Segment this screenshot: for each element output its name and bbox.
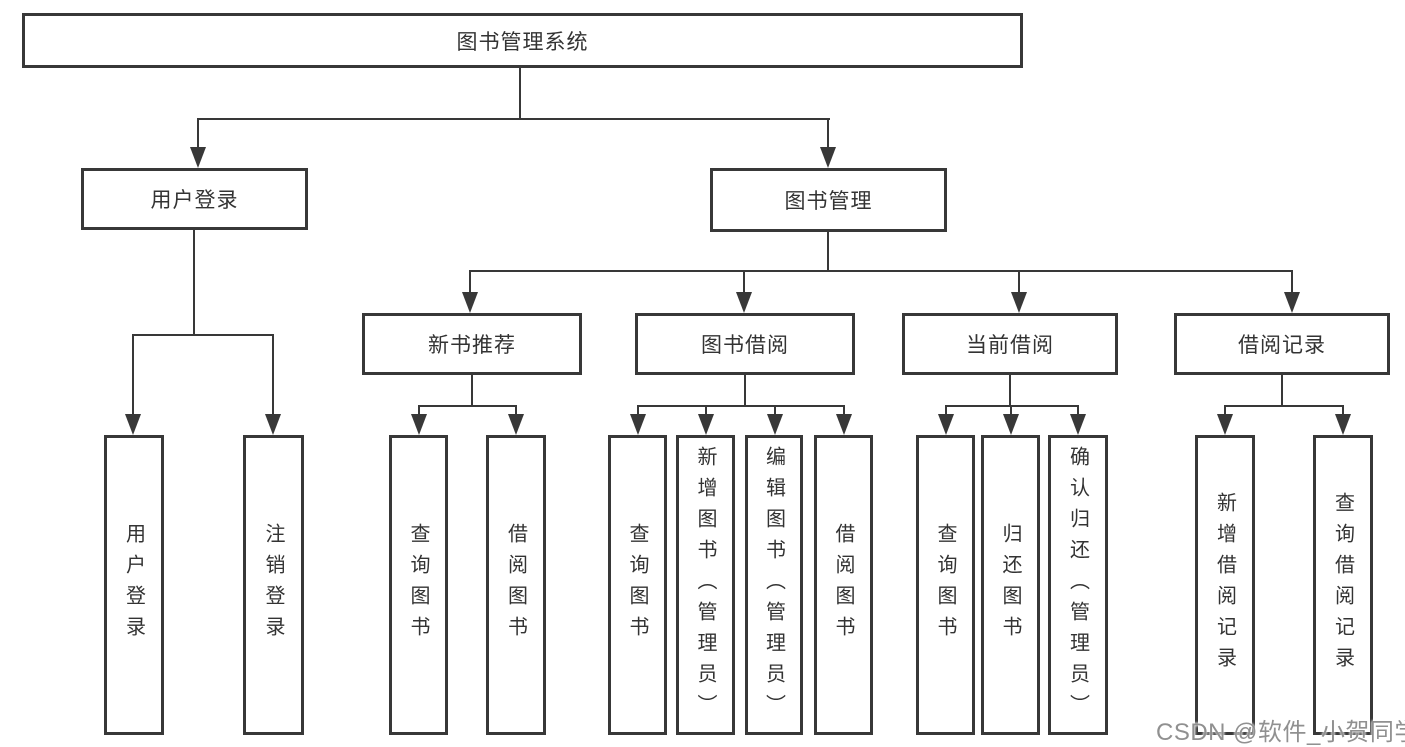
leaf-label: 查询图书 (626, 523, 648, 647)
node-borrowing-records: 借阅记录 (1174, 313, 1390, 375)
connector-line (418, 405, 420, 416)
leaf-add-borrow-record: 新增借阅记录 (1195, 435, 1255, 735)
connector-line (419, 405, 517, 407)
node-book-borrowing: 图书借阅 (635, 313, 855, 375)
node-label: 当前借阅 (966, 334, 1054, 357)
connector-line (946, 405, 1079, 407)
connector-line (133, 334, 274, 336)
leaf-label: 查询借阅记录 (1331, 492, 1354, 678)
leaf-query-borrow-record: 查询借阅记录 (1313, 435, 1373, 735)
leaf-logout: 注销登录 (243, 435, 304, 735)
connector-line (1225, 405, 1344, 407)
connector-line (827, 118, 829, 150)
connector-line (515, 405, 517, 416)
leaf-label: 编辑图书（管理员） (762, 445, 785, 725)
connector-line (774, 405, 776, 416)
connector-line (743, 270, 745, 294)
connector-line (197, 118, 830, 120)
arrow-down-icon (630, 414, 646, 435)
leaf-label: 查询图书 (934, 523, 956, 647)
node-label: 用户登录 (150, 189, 239, 212)
leaf-add-books-admin: 新增图书（管理员） (676, 435, 735, 735)
leaf-return-books: 归还图书 (981, 435, 1040, 735)
leaf-label: 用户登录 (122, 523, 145, 647)
arrow-down-icon (1284, 292, 1300, 313)
leaf-label: 新增图书（管理员） (694, 445, 716, 725)
arrow-down-icon (190, 147, 206, 168)
connector-line (843, 405, 845, 416)
connector-line (1077, 405, 1079, 416)
arrow-down-icon (767, 414, 783, 435)
node-book-management: 图书管理 (710, 168, 947, 232)
connector-line (1281, 375, 1283, 407)
connector-line (1291, 270, 1293, 294)
connector-line (197, 118, 199, 150)
arrow-down-icon (508, 414, 524, 435)
arrow-down-icon (836, 414, 852, 435)
leaf-edit-books-admin: 编辑图书（管理员） (745, 435, 803, 735)
node-library-management-system: 图书管理系统 (22, 13, 1023, 68)
connector-line (637, 405, 639, 416)
connector-line (1342, 405, 1344, 416)
connector-line (272, 334, 274, 416)
arrow-down-icon (820, 147, 836, 168)
connector-line (1018, 270, 1020, 294)
leaf-borrowing-borrow-books: 借阅图书 (814, 435, 873, 735)
leaf-recommend-borrow-books: 借阅图书 (486, 435, 546, 735)
node-label: 图书管理系统 (456, 30, 589, 54)
leaf-confirm-return-admin: 确认归还（管理员） (1048, 435, 1108, 735)
connector-line (519, 68, 521, 120)
node-label: 借阅记录 (1238, 334, 1326, 357)
leaf-label: 新增借阅记录 (1213, 492, 1236, 678)
node-user-login: 用户登录 (81, 168, 308, 230)
arrow-down-icon (265, 414, 281, 435)
node-label: 图书借阅 (701, 334, 789, 357)
leaf-recommend-query-books: 查询图书 (389, 435, 448, 735)
connector-line (638, 405, 845, 407)
arrow-down-icon (411, 414, 427, 435)
arrow-down-icon (125, 414, 141, 435)
connector-line (705, 405, 707, 416)
arrow-down-icon (736, 292, 752, 313)
leaf-label: 借阅图书 (504, 523, 527, 647)
arrow-down-icon (1335, 414, 1351, 435)
connector-line (471, 375, 473, 407)
connector-line (470, 270, 1293, 272)
arrow-down-icon (698, 414, 714, 435)
leaf-label: 借阅图书 (832, 523, 854, 647)
connector-line (469, 270, 471, 294)
connector-line (193, 230, 195, 336)
connector-line (1010, 405, 1012, 416)
arrow-down-icon (1003, 414, 1019, 435)
connector-line (132, 334, 134, 416)
connector-line (827, 232, 829, 272)
leaf-borrowing-query-books: 查询图书 (608, 435, 667, 735)
node-label: 图书管理 (784, 190, 873, 213)
leaf-label: 确认归还（管理员） (1066, 445, 1089, 725)
node-current-borrowing: 当前借阅 (902, 313, 1118, 375)
leaf-user-login: 用户登录 (104, 435, 164, 735)
leaf-current-query-books: 查询图书 (916, 435, 975, 735)
arrow-down-icon (1217, 414, 1233, 435)
arrow-down-icon (1070, 414, 1086, 435)
connector-line (744, 375, 746, 407)
connector-line (1224, 405, 1226, 416)
connector-line (945, 405, 947, 416)
arrow-down-icon (938, 414, 954, 435)
arrow-down-icon (462, 292, 478, 313)
connector-line (1009, 375, 1011, 407)
leaf-label: 注销登录 (262, 523, 284, 647)
node-label: 新书推荐 (428, 334, 516, 357)
csdn-watermark: CSDN @软件_小贺同学 (1156, 719, 1405, 746)
leaf-label: 归还图书 (999, 523, 1021, 647)
arrow-down-icon (1011, 292, 1027, 313)
leaf-label: 查询图书 (407, 523, 429, 647)
node-new-book-recommend: 新书推荐 (362, 313, 582, 375)
